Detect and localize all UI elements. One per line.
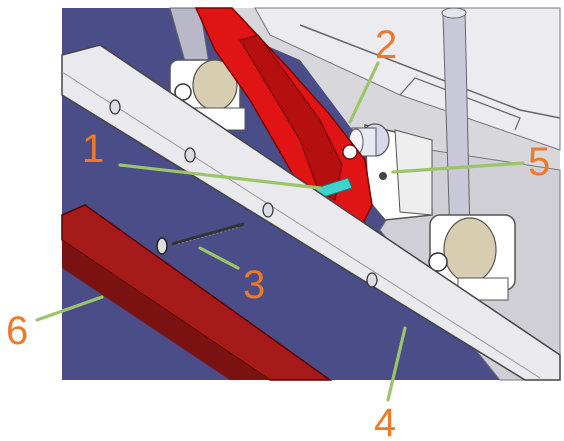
callout-5: 5 bbox=[528, 140, 550, 184]
bolt bbox=[156, 222, 245, 255]
back-frame-panel bbox=[254, 7, 561, 151]
leader-line-6 bbox=[35, 295, 104, 322]
callout-4: 4 bbox=[374, 401, 396, 441]
back-frame-edge-lower bbox=[399, 77, 521, 131]
rail-hole bbox=[184, 147, 196, 163]
back-frame-edge bbox=[299, 24, 561, 119]
leader-line-4 bbox=[386, 326, 407, 402]
callout-6: 6 bbox=[6, 309, 28, 353]
lower-mount bbox=[428, 214, 516, 301]
leader-line-2 bbox=[348, 61, 380, 124]
rail-hole bbox=[109, 99, 121, 115]
cad-render bbox=[61, 7, 561, 381]
rubber-strip bbox=[61, 204, 333, 381]
callout-labels: 1 2 3 4 5 6 bbox=[6, 23, 550, 441]
frame-rail bbox=[61, 44, 561, 381]
callout-3: 3 bbox=[243, 263, 265, 307]
callout-1: 1 bbox=[82, 127, 104, 171]
leader-line-5 bbox=[391, 161, 525, 174]
rail-hole bbox=[366, 272, 378, 288]
leader-lines bbox=[35, 61, 525, 402]
leader-line-1 bbox=[118, 163, 322, 190]
bushing bbox=[348, 123, 390, 157]
rail-hole bbox=[262, 202, 274, 218]
callout-2: 2 bbox=[375, 23, 397, 67]
leader-line-3 bbox=[198, 246, 240, 270]
